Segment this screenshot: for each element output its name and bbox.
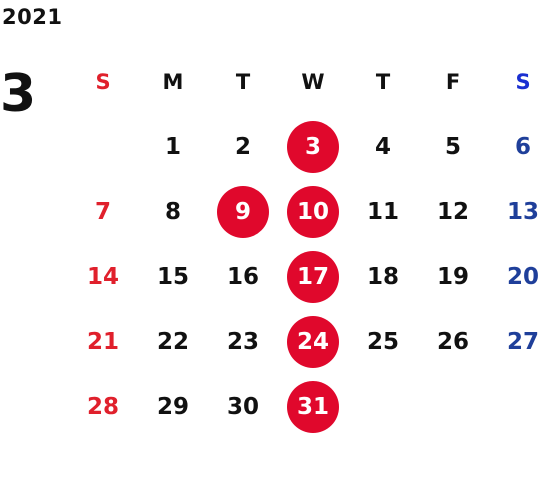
day-cell[interactable]: 24 <box>278 309 348 374</box>
day-cell[interactable]: 4 <box>348 114 418 179</box>
marked-day-number: 3 <box>287 120 339 173</box>
day-cell[interactable]: 12 <box>418 179 488 244</box>
day-number: 12 <box>436 198 469 225</box>
day-cell[interactable]: 9 <box>208 179 278 244</box>
day-number: 13 <box>506 198 539 225</box>
day-cell[interactable]: 6 <box>488 114 548 179</box>
day-cell[interactable]: 8 <box>138 179 208 244</box>
weekday-header: S <box>95 70 111 94</box>
day-number: 11 <box>366 198 399 225</box>
day-number: 23 <box>226 328 259 355</box>
day-number: 25 <box>366 328 399 355</box>
day-cell[interactable]: 14 <box>68 244 138 309</box>
day-number: 7 <box>94 198 111 225</box>
day-cell[interactable]: 11 <box>348 179 418 244</box>
day-number: 6 <box>514 133 531 160</box>
marked-day-number: 24 <box>287 315 339 368</box>
day-cell[interactable]: 3 <box>278 114 348 179</box>
day-cell[interactable]: 27 <box>488 309 548 374</box>
day-number: 27 <box>506 328 539 355</box>
empty-day-cell <box>68 114 138 179</box>
day-number: 29 <box>156 393 189 420</box>
day-cell[interactable]: 7 <box>68 179 138 244</box>
day-number: 2 <box>234 133 251 160</box>
day-number: 5 <box>444 133 461 160</box>
marked-day-number: 17 <box>287 250 339 303</box>
day-cell[interactable]: 5 <box>418 114 488 179</box>
day-cell[interactable]: 2 <box>208 114 278 179</box>
day-number: 15 <box>156 263 189 290</box>
day-number: 21 <box>86 328 119 355</box>
weekday-header: T <box>235 70 251 94</box>
weekday-header: F <box>445 70 461 94</box>
day-cell[interactable]: 20 <box>488 244 548 309</box>
day-number: 22 <box>156 328 189 355</box>
day-cell[interactable]: 26 <box>418 309 488 374</box>
day-cell[interactable]: 19 <box>418 244 488 309</box>
day-cell[interactable]: 31 <box>278 374 348 439</box>
day-number: 16 <box>226 263 259 290</box>
day-cell[interactable]: 18 <box>348 244 418 309</box>
weekday-header: W <box>301 70 325 94</box>
day-cell[interactable]: 15 <box>138 244 208 309</box>
day-number: 28 <box>86 393 119 420</box>
day-number: 4 <box>374 133 391 160</box>
day-cell[interactable]: 23 <box>208 309 278 374</box>
day-cell[interactable]: 1 <box>138 114 208 179</box>
weekday-header: T <box>375 70 391 94</box>
marked-day-number: 31 <box>287 380 339 433</box>
day-number: 8 <box>164 198 181 225</box>
day-cell[interactable]: 28 <box>68 374 138 439</box>
day-number: 14 <box>86 263 119 290</box>
calendar-month: 3 <box>0 64 37 124</box>
day-cell[interactable]: 10 <box>278 179 348 244</box>
day-cell[interactable]: 17 <box>278 244 348 309</box>
day-cell[interactable]: 21 <box>68 309 138 374</box>
marked-day-number: 9 <box>217 185 269 238</box>
day-number: 19 <box>436 263 469 290</box>
day-cell[interactable]: 22 <box>138 309 208 374</box>
weekday-header: S <box>515 70 531 94</box>
day-cell[interactable]: 16 <box>208 244 278 309</box>
day-number: 20 <box>506 263 539 290</box>
day-number: 1 <box>164 133 181 160</box>
marked-day-number: 10 <box>287 185 339 238</box>
calendar-year: 2021 <box>2 5 63 29</box>
day-cell[interactable]: 30 <box>208 374 278 439</box>
day-number: 26 <box>436 328 469 355</box>
day-cell[interactable]: 13 <box>488 179 548 244</box>
day-cell[interactable]: 29 <box>138 374 208 439</box>
day-number: 18 <box>366 263 399 290</box>
day-cell[interactable]: 25 <box>348 309 418 374</box>
day-number: 30 <box>226 393 259 420</box>
weekday-header: M <box>162 70 184 94</box>
